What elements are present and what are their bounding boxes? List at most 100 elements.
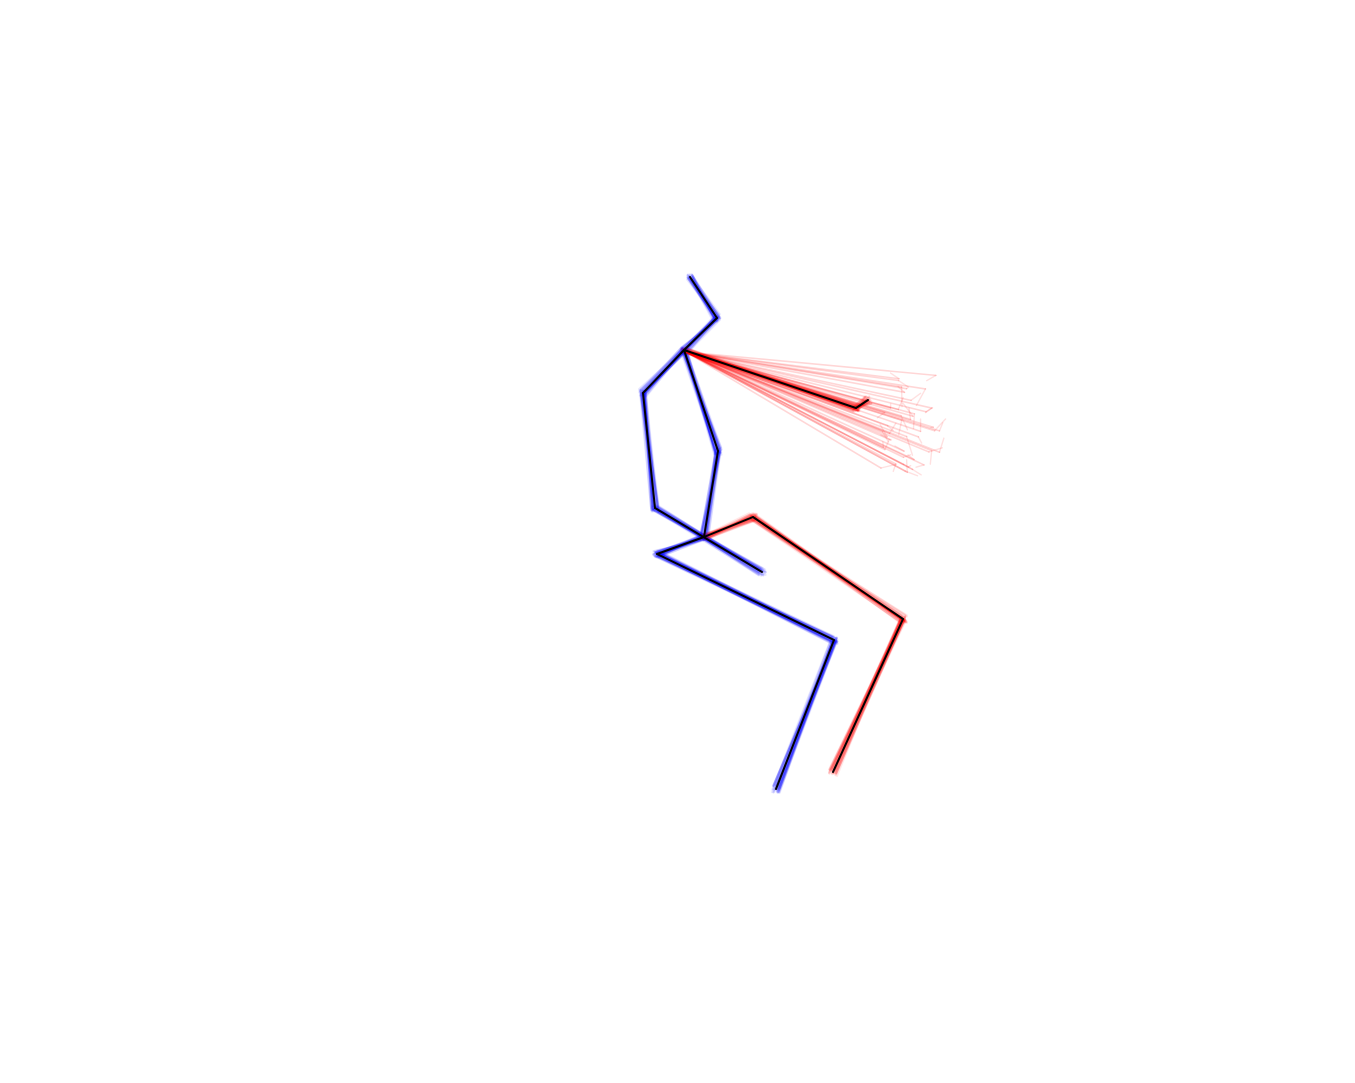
sample-right-arm-upper bbox=[685, 351, 900, 380]
sample-bone-lHip-lKnee bbox=[656, 555, 838, 644]
sample-bone-hip-lHip bbox=[658, 537, 705, 556]
sample-bone-rKnee-rAnk bbox=[834, 616, 907, 777]
sample-bone-thorax-rHand1 bbox=[680, 347, 855, 406]
sample-bone-lElb-lWri bbox=[655, 509, 765, 577]
sample-bone-lSho-lElb bbox=[639, 392, 653, 510]
sample-bone-lKnee-lAnk bbox=[773, 639, 834, 791]
sample-right-arm-upper bbox=[685, 351, 900, 382]
sample-bone-hip-lHip bbox=[655, 537, 707, 558]
sample-bone-rKnee-rAnk bbox=[828, 616, 904, 773]
sample-bone-head-neck bbox=[690, 275, 722, 320]
sample-bone-lKnee-lAnk bbox=[776, 639, 837, 792]
sample-bone-neck-thorax bbox=[685, 316, 720, 354]
sample-bone-lSho-lElb bbox=[640, 393, 655, 507]
sample-bone-rHand1-rHand2 bbox=[856, 399, 871, 411]
sample-bone-lElb-lWri bbox=[653, 504, 760, 577]
gt-bone-rHand1-rHand2 bbox=[855, 399, 869, 409]
sample-bone-hip-rHip bbox=[704, 512, 751, 537]
sample-bone-thorax-lSho bbox=[638, 347, 683, 394]
sample-right-arm-lower bbox=[894, 445, 905, 452]
sample-bone-rHip-rKnee bbox=[751, 514, 904, 618]
sample-bone-rSho-rElb bbox=[704, 448, 722, 539]
sample-bone-thorax-lSho bbox=[640, 346, 683, 395]
sample-bone-thorax-rHand1 bbox=[681, 350, 861, 412]
sample-bone-thorax-lSho bbox=[638, 347, 685, 391]
sample-bone-lHip-lKnee bbox=[654, 554, 834, 643]
sample-bone-hip-rHip bbox=[700, 517, 757, 541]
sample-bone-head-neck bbox=[686, 277, 717, 320]
sample-right-arm-upper bbox=[685, 351, 888, 438]
sample-bone-lKnee-lAnk bbox=[777, 639, 838, 792]
sample-bone-lKnee-lAnk bbox=[777, 640, 837, 794]
sample-bone-rSho-rElb bbox=[699, 450, 718, 539]
sample-right-arm-lower bbox=[881, 430, 890, 443]
sample-bone-thorax-rHand1 bbox=[684, 351, 855, 413]
sample-bone-lElb-lWri bbox=[656, 505, 765, 573]
sample-bone-lKnee-lAnk bbox=[775, 636, 838, 791]
sample-bone-lKnee-lAnk bbox=[778, 641, 838, 794]
sample-right-arm-lower bbox=[917, 436, 923, 444]
sample-right-arm-lower bbox=[900, 415, 909, 431]
sample-right-arm-lower bbox=[888, 422, 897, 434]
sample-bone-head-neck bbox=[690, 275, 721, 316]
sample-bone-lElb-lWri bbox=[652, 508, 765, 577]
sample-right-arm-upper bbox=[685, 351, 905, 452]
sample-right-arm-upper bbox=[685, 351, 933, 409]
sample-right-arm-lower bbox=[889, 372, 900, 380]
sample-right-arm-upper bbox=[685, 351, 927, 390]
gt-bone-rKnee-rAnk bbox=[832, 618, 904, 773]
sample-right-arm-lower bbox=[907, 454, 915, 461]
sample-right-arm-upper bbox=[685, 351, 886, 451]
sample-bone-head-neck bbox=[686, 274, 718, 323]
sample-bone-head-neck bbox=[686, 276, 716, 318]
sample-right-arm-lower bbox=[898, 419, 903, 436]
ground-truth-pose-layer bbox=[642, 276, 904, 790]
sample-bone-rSho-rElb bbox=[705, 447, 722, 539]
sample-bone-rSho-rElb bbox=[705, 451, 720, 540]
sample-bone-rKnee-rAnk bbox=[831, 616, 902, 771]
sample-right-arm-lower bbox=[915, 464, 925, 468]
sample-bone-hip-lHip bbox=[657, 537, 706, 557]
sample-bone-rHip-rKnee bbox=[749, 516, 902, 621]
sample-bone-lSho-lElb bbox=[640, 394, 653, 512]
sample-bone-rHand1-rHand2 bbox=[854, 398, 868, 408]
sample-bone-lElb-lWri bbox=[655, 506, 764, 571]
sample-bone-lHip-lKnee bbox=[653, 555, 839, 645]
sample-bone-hip-rHip bbox=[705, 516, 757, 541]
sample-bone-hip-rHip bbox=[703, 519, 751, 539]
sample-right-arm-upper bbox=[685, 351, 889, 427]
sample-bone-neck-thorax bbox=[683, 314, 718, 349]
sample-bone-thorax-lSho bbox=[643, 348, 688, 396]
sample-bone-head-neck bbox=[691, 273, 720, 318]
sample-right-arm-lower bbox=[905, 435, 914, 456]
sample-bone-lKnee-lAnk bbox=[775, 641, 838, 794]
sample-right-arm-upper bbox=[685, 351, 903, 388]
sample-right-arm-upper bbox=[685, 351, 920, 438]
sample-bone-lHip-lKnee bbox=[658, 552, 835, 638]
sample-bone-thorax-rHand1 bbox=[680, 349, 860, 412]
sample-bone-thorax-lSho bbox=[638, 347, 683, 393]
sample-bone-lHip-lKnee bbox=[655, 553, 833, 645]
sample-bone-hip-rHip bbox=[702, 518, 756, 541]
sample-bone-rSho-rElb bbox=[706, 447, 722, 540]
sample-bone-lHip-lKnee bbox=[657, 554, 832, 643]
gt-bone-lKnee-lAnk bbox=[775, 639, 835, 790]
sample-bone-thorax-rSho bbox=[681, 349, 716, 449]
sample-bone-hip-rHip bbox=[704, 513, 751, 537]
sample-bone-rKnee-rAnk bbox=[828, 617, 904, 771]
sample-right-arm-lower bbox=[933, 418, 947, 432]
sample-bone-thorax-lSho bbox=[641, 348, 683, 392]
sample-right-arm-lower bbox=[915, 388, 927, 407]
sample-right-arm-upper bbox=[685, 351, 930, 453]
sample-bone-thorax-rHand1 bbox=[684, 346, 861, 409]
sample-right-arm-lower bbox=[905, 459, 908, 473]
sample-bone-rHand1-rHand2 bbox=[855, 401, 871, 411]
sample-bone-thorax-rSho bbox=[680, 350, 719, 455]
sample-right-arm-upper bbox=[685, 351, 906, 472]
sample-bone-thorax-rHand1 bbox=[684, 350, 859, 412]
gt-bone-head-neck bbox=[689, 276, 718, 319]
sample-bone-rHand1-rHand2 bbox=[852, 395, 867, 408]
sample-bone-lElb-lWri bbox=[652, 509, 763, 577]
sample-bone-lSho-lElb bbox=[642, 390, 660, 513]
sample-bone-thorax-rSho bbox=[684, 347, 722, 452]
